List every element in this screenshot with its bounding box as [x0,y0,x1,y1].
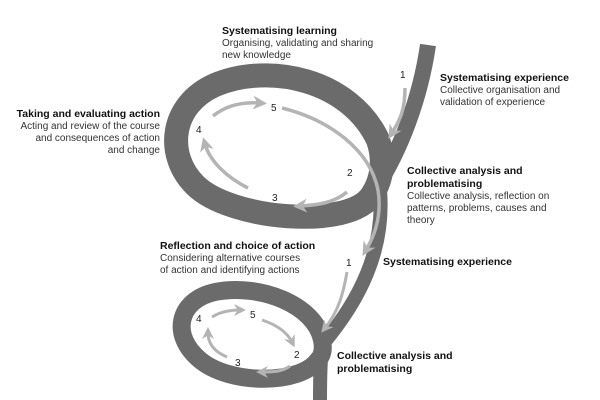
arrow-1-to-2-lower [321,271,349,333]
label-systematising-experience-top: Systematising experience Collective orga… [440,72,600,109]
lower-step-1: 1 [346,258,352,269]
upper-cycle-arrows [200,87,407,257]
label-desc-line: validation of experience [440,97,546,108]
label-reflection-choice: Reflection and choice of action Consider… [160,240,340,277]
arrow-1-to-2-upper [388,87,407,139]
upper-step-4: 4 [196,125,202,136]
label-title: Collective analysis and [337,350,453,362]
arrow-3-to-4-upper [200,137,249,190]
label-desc-line: Collective organisation and [440,85,561,96]
arrow-3-to-4-lower [202,327,228,359]
lower-step-5: 5 [250,310,256,321]
label-title: Systematising experience [383,256,512,268]
upper-tail-band [371,43,436,190]
lower-tail-band [313,344,329,400]
lower-loop-band [172,281,332,388]
arrow-5-to-down [281,106,381,257]
lower-cycle-arrows [202,271,349,378]
label-collective-analysis-bottom: Collective analysis and problematising [337,350,497,376]
upper-step-numbers: 1 2 3 4 5 [196,70,406,204]
label-systematising-experience-bottom: Systematising experience [383,256,543,269]
upper-step-2: 2 [347,168,353,179]
lower-step-4: 4 [196,314,202,325]
label-desc-line: and change [107,145,160,156]
label-title: Reflection and choice of action [160,240,316,252]
label-desc-line: theory [407,215,435,226]
label-taking-evaluating-action: Taking and evaluating action Acting and … [0,108,160,157]
label-desc-line: patterns, problems, causes and [407,203,547,214]
label-desc-line: Organising, validating and sharing [222,38,374,49]
lower-spiral-band [172,281,332,400]
label-title: Systematising learning [222,25,337,37]
label-desc-line: and consequences of action [35,133,160,144]
upper-step-5: 5 [271,103,277,114]
label-title: Collective analysis and [407,165,523,177]
upper-spiral-band [164,43,436,229]
arrow-2-to-3-lower [256,364,291,378]
label-desc-line: of action and identifying actions [160,265,300,276]
label-title: problematising [337,363,413,375]
label-desc-line: new knowledge [222,50,291,61]
lower-step-2: 2 [294,350,300,361]
upper-step-3: 3 [272,193,278,204]
label-title: Taking and evaluating action [16,108,160,120]
arrow-5-to-2-lower [261,318,295,348]
upper-loop-band [164,63,394,229]
lower-step-3: 3 [235,358,241,369]
label-desc-line: Acting and review of the course [20,121,160,132]
label-desc-line: Considering alternative courses [160,253,301,264]
label-systematising-learning: Systematising learning Organising, valid… [222,25,412,62]
lower-step-numbers: 1 2 3 4 5 [196,258,352,369]
label-title: Systematising experience [440,72,569,84]
label-collective-analysis-top: Collective analysis and problematising C… [407,165,587,227]
arrow-4-to-5-upper [211,95,267,118]
label-desc-line: Collective analysis, reflection on [407,191,550,202]
arrow-2-to-3-upper [293,190,349,213]
label-title: problematising [407,178,483,190]
arrow-4-to-5-lower [211,304,246,319]
upper-step-1: 1 [400,70,406,81]
